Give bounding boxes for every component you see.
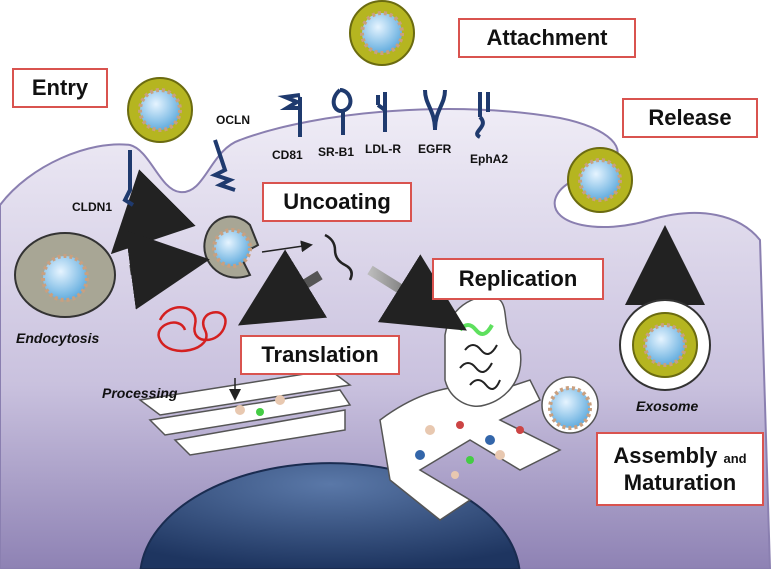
release-label: Release [622,98,758,138]
assembly-text: Assembly [613,442,718,468]
endocytosis-label: Endocytosis [16,330,100,346]
ocln-label: OCLN [216,113,250,127]
uncoating-label: Uncoating [262,182,412,222]
translation-label: Translation [240,335,400,375]
attachment-label: Attachment [458,18,636,58]
protein-dots [235,395,524,479]
assembly-maturation-label: Assembly and Maturation [596,432,764,506]
maturation-text: Maturation [623,470,737,495]
replicating-rna [459,344,501,390]
virus-release [567,147,633,213]
exosome [619,299,711,391]
cd81-label: CD81 [272,148,303,162]
polyprotein [157,306,227,353]
receptors [122,88,490,207]
assembling-virion [541,376,599,434]
processing-label: Processing [102,385,178,401]
viral-rna [324,233,353,281]
virus-attachment [349,0,415,66]
egfr-label: EGFR [418,142,452,156]
flow-arrows [110,169,705,401]
srb1-label: SR-B1 [318,145,355,159]
epha2-label: EphA2 [470,152,509,166]
replication-label: Replication [432,258,604,300]
exosome-label: Exosome [636,398,699,414]
and-text: and [723,450,747,466]
endosome-virion [41,254,89,302]
entry-label: Entry [12,68,108,108]
cldn1-label: CLDN1 [72,200,113,214]
ldlr-label: LDL-R [365,142,401,156]
endoplasmic-reticulum [138,369,562,521]
virus-entry [127,77,193,143]
uncoating-capsid [212,228,252,268]
